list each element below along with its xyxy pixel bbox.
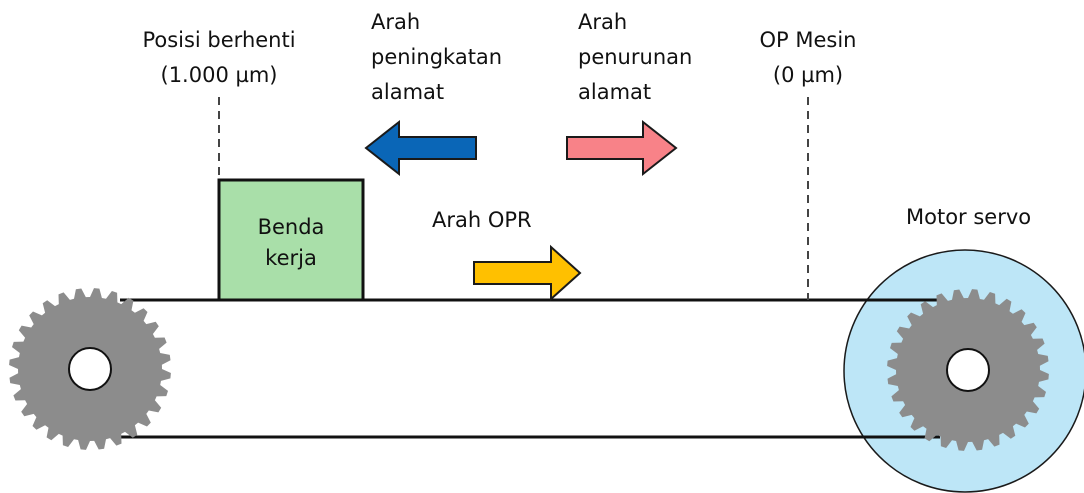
address-increase-label-line2: peningkatan bbox=[371, 45, 503, 69]
opr-direction-label: Arah OPR bbox=[432, 208, 532, 232]
address-decrease-arrow-icon bbox=[566, 119, 678, 177]
left-gear-icon bbox=[9, 288, 171, 450]
right-gear-icon bbox=[887, 289, 1049, 451]
left-gear-hub bbox=[68, 347, 112, 391]
machine-op-value: (0 µm) bbox=[772, 63, 844, 87]
address-decrease-label-line1: Arah bbox=[578, 10, 628, 34]
stop-position-title: Posisi berhenti bbox=[142, 28, 296, 52]
stop-position-value: (1.000 µm) bbox=[160, 63, 278, 87]
machine-op-title: OP Mesin bbox=[759, 28, 857, 52]
workpiece-label-line1: Benda bbox=[257, 215, 325, 239]
address-increase-label-line3: alamat bbox=[371, 80, 445, 104]
address-increase-label-line1: Arah bbox=[371, 10, 421, 34]
address-decrease-label-line3: alamat bbox=[578, 80, 652, 104]
servo-motor-label: Motor servo bbox=[906, 205, 1032, 229]
workpiece-label-line2: kerja bbox=[265, 246, 317, 270]
workpiece-block bbox=[217, 178, 365, 302]
address-decrease-label-line2: penurunan bbox=[578, 45, 693, 69]
address-increase-arrow-icon bbox=[364, 119, 477, 177]
right-gear-hub bbox=[946, 348, 990, 392]
opr-direction-arrow-icon bbox=[473, 244, 582, 302]
